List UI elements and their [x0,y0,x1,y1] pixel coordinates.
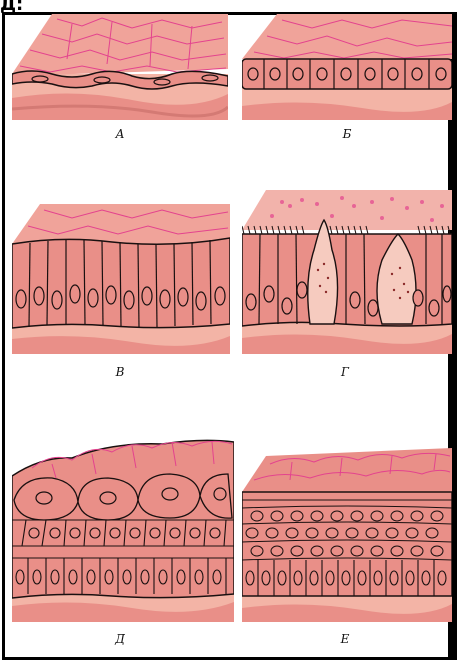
panel-b [242,14,452,120]
panel-a [12,14,228,120]
ciliated-columnar-illustration [242,190,452,354]
panel-g [242,190,452,354]
caption-b: Б [327,127,367,141]
simple-cuboidal-illustration [242,14,452,120]
caption-d: Д [100,632,140,646]
panel-v [12,204,230,354]
panel-d [12,434,234,622]
stratified-epithelium-illustration [242,448,452,622]
panel-e [242,448,452,622]
caption-e: Е [325,632,365,646]
caption-a: А [100,127,140,141]
caption-v: В [100,365,140,379]
caption-g: Г [325,365,365,379]
transitional-epithelium-illustration [12,434,234,622]
simple-squamous-illustration [12,14,228,120]
simple-columnar-illustration [12,204,230,354]
